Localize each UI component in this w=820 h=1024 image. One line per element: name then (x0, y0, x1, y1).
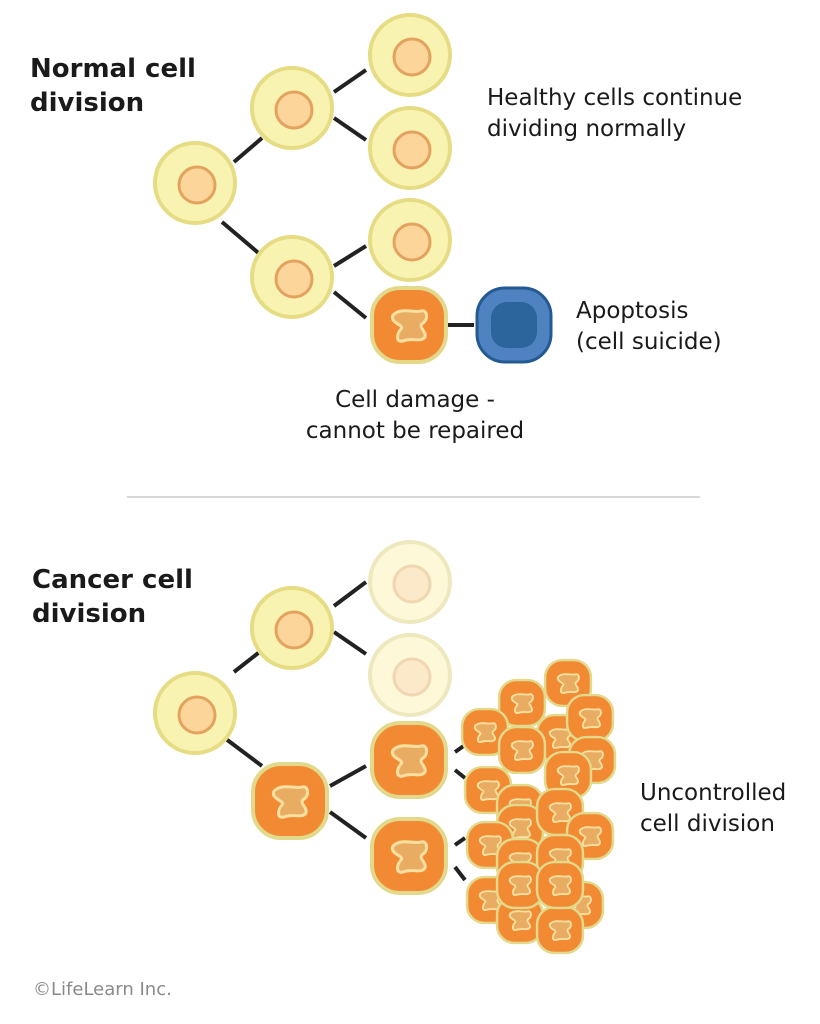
cancer-cell (497, 678, 547, 728)
damaged-nucleus (508, 910, 532, 931)
connector-line (332, 580, 368, 608)
damaged-nucleus (390, 309, 429, 343)
cancer-cell (460, 707, 510, 757)
normal-title-line1: Normal cell (30, 54, 196, 84)
connector-line (328, 810, 368, 840)
damaged-nucleus (548, 875, 572, 896)
damaged-nucleus (390, 840, 429, 874)
cell-nucleus (274, 259, 314, 299)
apoptosis-label-line1: Apoptosis (576, 298, 689, 324)
connector-line (332, 244, 368, 268)
damaged-nucleus (390, 744, 429, 778)
connector-line (220, 734, 264, 768)
cancer-title-line2: division (32, 599, 147, 629)
damaged-cell (251, 762, 329, 840)
cell-nucleus (392, 37, 432, 77)
cell-nucleus (177, 695, 217, 735)
connector-line (453, 865, 467, 882)
damaged-nucleus (578, 826, 602, 847)
uncontrolled-label-line2: cell division (640, 811, 775, 837)
damage-label: Cell damage - cannot be repaired (290, 385, 540, 447)
healthy-label-line1: Healthy cells continue (487, 85, 743, 111)
damaged-nucleus (556, 673, 580, 694)
damaged-nucleus (578, 708, 602, 729)
connector-line (232, 648, 264, 674)
damaged-nucleus (508, 875, 532, 896)
healthy-cell (368, 198, 452, 282)
healthy-cell (368, 13, 452, 97)
healthy-label-line2: dividing normally (487, 116, 687, 142)
damaged-nucleus (548, 920, 572, 941)
cancer-cell (495, 860, 545, 910)
cell-nucleus (177, 165, 217, 205)
healthy-cell (153, 141, 237, 225)
cell-nucleus (274, 610, 314, 650)
apoptosis-label: Apoptosis (cell suicide) (576, 296, 722, 358)
cancer-title-line1: Cancer cell (32, 565, 193, 595)
connector-line (332, 68, 368, 94)
cancer-title: Cancer cell division (32, 563, 193, 631)
connector-line (453, 836, 467, 847)
apoptosis-cell (475, 286, 553, 364)
healthy-cell (250, 235, 334, 319)
cancer-cell (535, 860, 585, 910)
healthy-cell (250, 586, 334, 670)
connector-line (329, 764, 367, 788)
healthy-cell (153, 671, 237, 755)
damaged-cell (370, 721, 448, 799)
faded-cell (368, 633, 452, 717)
faded-cell (368, 540, 452, 624)
damaged-nucleus (510, 693, 534, 714)
damage-label-line2: cannot be repaired (305, 418, 525, 444)
cell-nucleus (392, 222, 432, 262)
damaged-nucleus (473, 722, 497, 743)
cell-nucleus (392, 130, 432, 170)
cell-nucleus (392, 657, 432, 697)
damaged-cell (370, 817, 448, 895)
healthy-cell (368, 106, 452, 190)
damaged-cell (370, 286, 448, 364)
uncontrolled-label-line1: Uncontrolled (640, 780, 787, 806)
damage-label-line1: Cell damage - (335, 387, 495, 413)
damaged-nucleus (510, 740, 534, 761)
cancer-cell (543, 750, 593, 800)
damaged-nucleus (556, 765, 580, 786)
damaged-nucleus (508, 818, 532, 839)
connector-line (332, 290, 368, 320)
connector-line (220, 220, 264, 258)
cell-nucleus (274, 90, 314, 130)
uncontrolled-label: Uncontrolled cell division (640, 778, 786, 840)
healthy-label: Healthy cells continue dividing normally (487, 83, 742, 145)
connector-line (332, 116, 368, 142)
connector-line (232, 136, 264, 164)
apoptosis-core (491, 302, 537, 348)
healthy-cell (250, 66, 334, 150)
normal-title-line2: division (30, 88, 145, 118)
apoptosis-label-line2: (cell suicide) (576, 329, 722, 355)
cancer-cell (565, 693, 615, 743)
cell-nucleus (392, 564, 432, 604)
connector-line (332, 630, 368, 656)
cancer-cell (535, 905, 585, 955)
normal-title: Normal cell division (30, 52, 196, 120)
connector-line (453, 768, 467, 780)
copyright-text: ©LifeLearn Inc. (33, 979, 172, 1000)
cancer-cell (497, 725, 547, 775)
cells-layer (153, 13, 617, 955)
damaged-nucleus (271, 785, 310, 819)
